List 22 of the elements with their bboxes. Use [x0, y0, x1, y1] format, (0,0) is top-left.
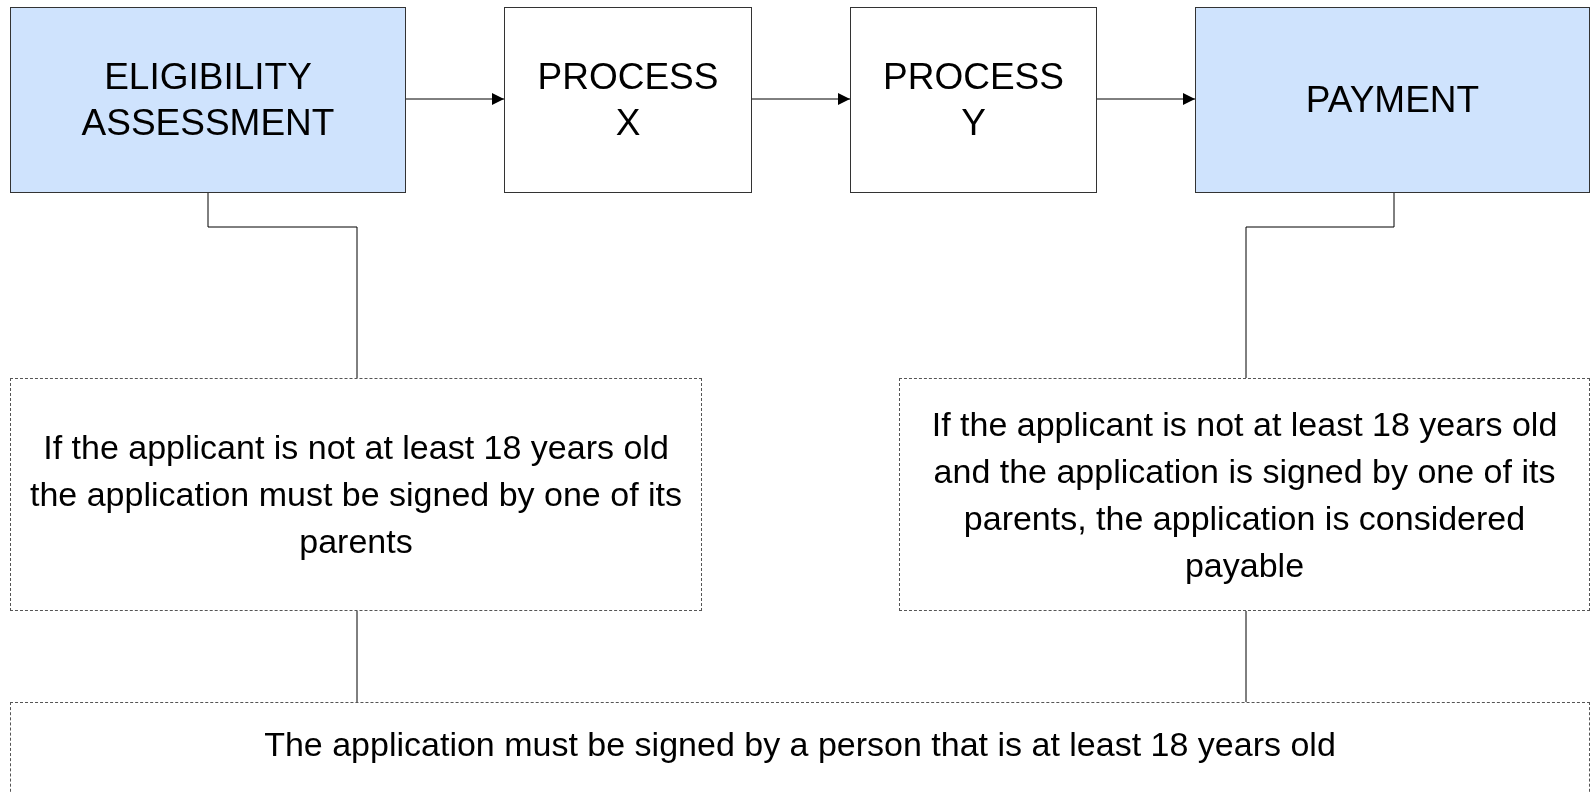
node-text: The application must be signed by a person that is at least 18 years old: [264, 724, 1336, 765]
process-box: [850, 7, 1097, 193]
note-box: [10, 378, 702, 611]
node-text: PROCESS X: [536, 55, 720, 145]
node-text: the application must be signed by one of its parents: [28, 474, 684, 562]
arrow: [751, 93, 851, 105]
connector-line: [1245, 192, 1395, 379]
connector-line: [356, 610, 358, 703]
process-box: [504, 7, 752, 193]
connector-line: [207, 192, 358, 379]
arrow: [405, 93, 505, 105]
node-text: PAYMENT: [1305, 78, 1480, 122]
node-text: PROCESS Y: [882, 55, 1065, 145]
node-text: ELIGIBILITY ASSESSMENT: [80, 55, 336, 145]
note-box: [899, 378, 1590, 611]
arrow: [1096, 93, 1196, 105]
connector-line: [1245, 610, 1247, 703]
node-text: If the applicant is not at least 18 years old and the application is signed by one of its parents, the application is considered payable: [930, 403, 1559, 586]
process-box: [1195, 7, 1590, 193]
process-box: [10, 7, 406, 193]
note-box: [10, 702, 1590, 793]
node-text: If the applicant is not at least 18 years old: [43, 427, 669, 468]
